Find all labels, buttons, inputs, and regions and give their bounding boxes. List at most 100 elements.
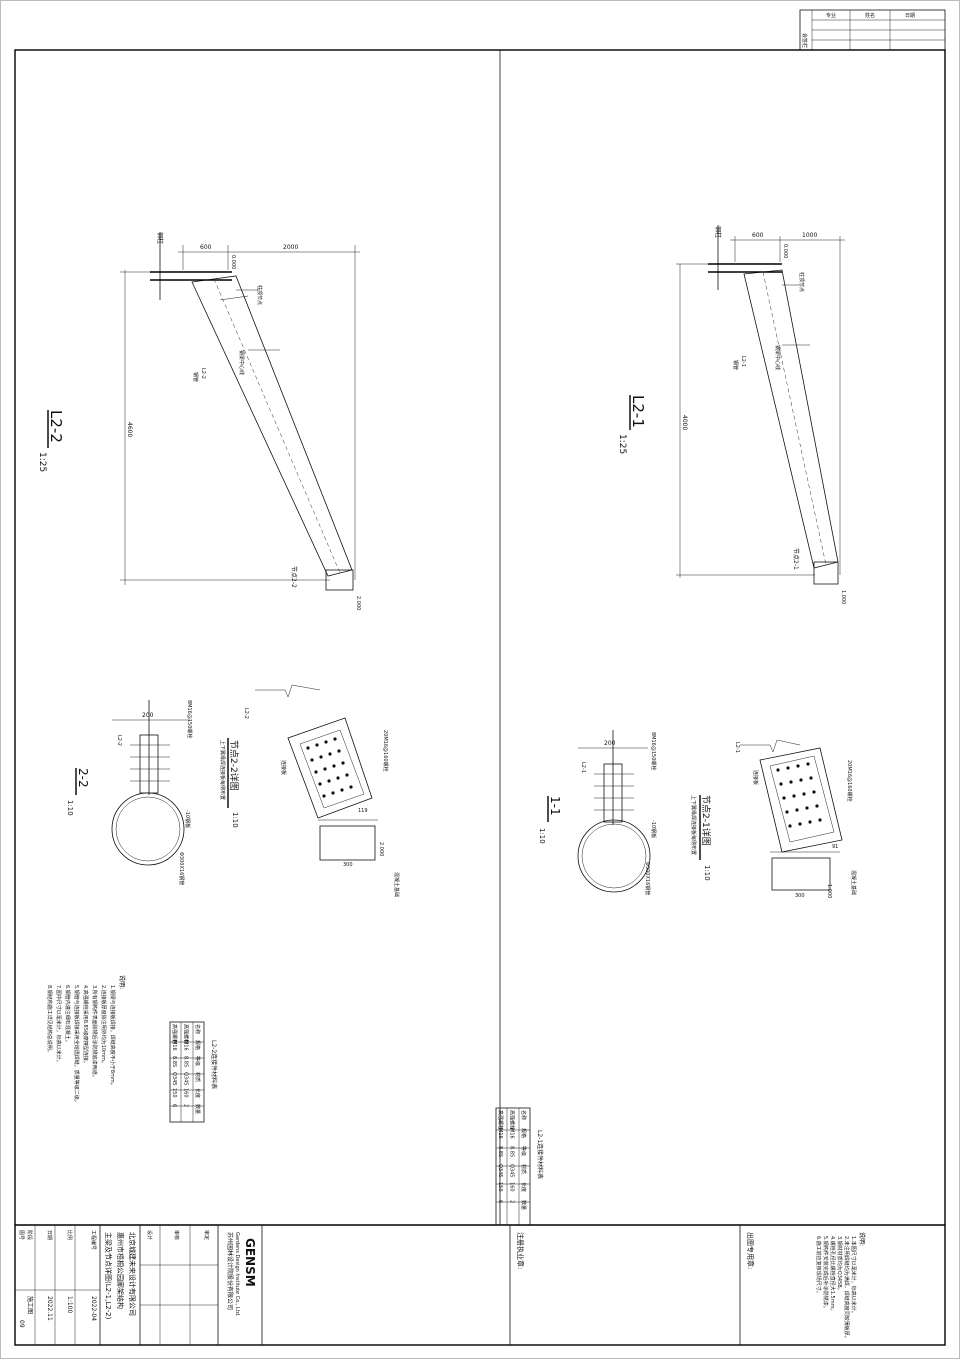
elevation-text: 0.000 (230, 255, 236, 269)
bolt-mark (341, 761, 345, 765)
annotation: 20M16@160螺栓 (382, 730, 389, 772)
detail-2-1: 300 91 1.000 L2-1 连接板 20M16@160螺栓 混凝土基础 … (690, 739, 857, 899)
elevation-l2-2: 钢柱 600 2000 4600 0.000 柱顶节点 钢梁中心线 L2-2 钢… (37, 232, 361, 610)
base-plate (813, 561, 839, 585)
table-header-cell: 长度 (194, 1088, 201, 1098)
member-label: L2-2 (116, 735, 122, 746)
view-title: L2-1 (629, 395, 647, 428)
table-header-cell: 材质 (194, 1072, 201, 1082)
bolt-mark (786, 766, 790, 770)
bolt-mark (337, 749, 341, 753)
view-title: 1-1 (548, 796, 562, 816)
detail-2-2: 300 119 2.000 L2-2 连接板 20M16@160螺栓 混凝土基础… (219, 684, 400, 897)
table-header-cell: 材质 (520, 1164, 527, 1174)
bolt-mark (322, 794, 326, 798)
annotation: 混凝土基础 (850, 870, 857, 895)
field-value: 1:100 (66, 1296, 73, 1313)
field-label: 日期 (46, 1230, 52, 1240)
base-block (319, 825, 376, 861)
annotation: -10钢板 (650, 820, 657, 838)
dimension-text: 1000 (802, 232, 817, 239)
role-label: 设计 (146, 1230, 153, 1240)
table-title: L2-1连接件材料表 (536, 1130, 544, 1179)
field-value: 施工图 (26, 1296, 34, 1314)
table-cell: Q345 (183, 1072, 189, 1085)
bolt-mark (808, 820, 812, 824)
column-label: 钢柱 (714, 226, 722, 238)
node-label: 节点2-2 (290, 566, 298, 588)
member-label: L2-1 (734, 742, 740, 753)
notes-left: 说明: 1.钢梁与连接板焊接，焊缝高度不小于8mm。 2.连接板厚度除注明外均为… (46, 975, 126, 1105)
table-cell: M16 (509, 1128, 515, 1139)
annotation: 8M16@150螺栓 (650, 732, 657, 770)
elevation-text: 2.000 (378, 842, 384, 856)
bolt-mark (779, 782, 783, 786)
field-value: 2022-04 (90, 1296, 97, 1321)
table-cell: 160 (183, 1088, 189, 1098)
base-block (771, 857, 831, 891)
dimension-text: 300 (795, 893, 805, 899)
note-line: 5.钢管与连接板焊接采用全熔透焊缝，质量等级二级。 (73, 985, 80, 1105)
table-cell: 8.8S (509, 1146, 515, 1157)
member-label: L2-2 (243, 708, 249, 719)
member-label: L2-1 (740, 356, 746, 367)
bolt-mark (785, 810, 789, 814)
field-value: 2022.11 (46, 1296, 53, 1321)
note-line: 1.钢梁与连接板焊接，焊缝高度不小于8mm。 (109, 985, 116, 1088)
view-scale: 1:10 (538, 828, 546, 844)
bolt-mark (795, 808, 799, 812)
bolt-mark (782, 796, 786, 800)
table-cell: 150 (497, 1182, 503, 1192)
notes-heading: 说明: (858, 1232, 866, 1246)
field-label: 阶段 (26, 1230, 33, 1240)
bolt-mark (798, 822, 802, 826)
note-line: 3.钢材材质均为Q345B。 (836, 1236, 843, 1293)
bolt-mark (345, 773, 349, 777)
table-cell: Q345 (509, 1164, 515, 1177)
bolt-mark (332, 764, 336, 768)
elevation-text: 1.000 (826, 884, 832, 898)
annotation: 混凝土基础 (393, 872, 400, 897)
table-cell: 高强螺栓 (497, 1110, 504, 1130)
elevation-text: 1.000 (840, 590, 846, 604)
table-cell: 8.8S (171, 1056, 177, 1067)
table-cell: 8.8S (183, 1056, 189, 1067)
drawing-title: 主梁及节点详图(L2-1,L2-2) (104, 1232, 113, 1320)
field-label: 工程编号 (90, 1230, 97, 1250)
node-label: 节点2-1 (792, 548, 800, 570)
material-table-l2-2: L2-2连接件材料表 名称规格等级材质长度数量高强螺栓M168.8SQ34516… (169, 1021, 218, 1123)
section-2-2: 200 L2-2 8M16@150螺栓 -10钢板 Φ300X16钢管 2-2 … (66, 700, 193, 885)
company-logo: GENSM (243, 1238, 257, 1287)
table-cell: 160 (509, 1182, 515, 1192)
bolt-mark (323, 767, 327, 771)
elevation-text: 2.000 (355, 596, 361, 610)
bolt-mark (324, 740, 328, 744)
note-line: 8.钢结构施工详见结构总说明。 (46, 985, 53, 1055)
view-scale: 1:10 (703, 865, 711, 881)
table-cell: 高强螺栓 (183, 1024, 190, 1044)
table-cell: 高强螺栓 (171, 1024, 178, 1044)
bolt-mark (812, 790, 816, 794)
annotation: 连接板 (752, 770, 759, 785)
bolt-mark (796, 764, 800, 768)
annotation: 钢梁中心线 (774, 345, 781, 370)
bolt-mark (349, 785, 353, 789)
note-line: 2.未注明焊缝均为满焊，焊缝高度同较薄板厚。 (843, 1236, 850, 1341)
company-name: 苏州园林设计院股份有限公司 (226, 1232, 234, 1310)
table-cell: Q345 (497, 1164, 503, 1177)
dimension-text: 200 (142, 712, 154, 719)
elevation-l2-1: 钢柱 600 1000 4000 0.000 柱顶节点 钢梁中心线 L2-1 钢… (617, 225, 846, 604)
dimension-text: 4600 (126, 422, 133, 437)
bolt-mark (802, 792, 806, 796)
annotation: 上下翼缘焊连接板每侧布置 (219, 740, 226, 800)
bolt-mark (333, 737, 337, 741)
note-line: 6.施工前应复核现场尺寸。 (815, 1236, 822, 1296)
note-line: 4.螺栓孔径比螺栓直径大1.5mm。 (829, 1236, 836, 1313)
table-cell: M16 (171, 1040, 177, 1051)
member-label: L2-1 (580, 762, 586, 773)
note-line: 5.钢构件安装完成后补涂防锈漆。 (822, 1236, 829, 1311)
bolt-mark (310, 758, 314, 762)
bolt-mark (336, 776, 340, 780)
table-cell: 2 (509, 1200, 515, 1203)
